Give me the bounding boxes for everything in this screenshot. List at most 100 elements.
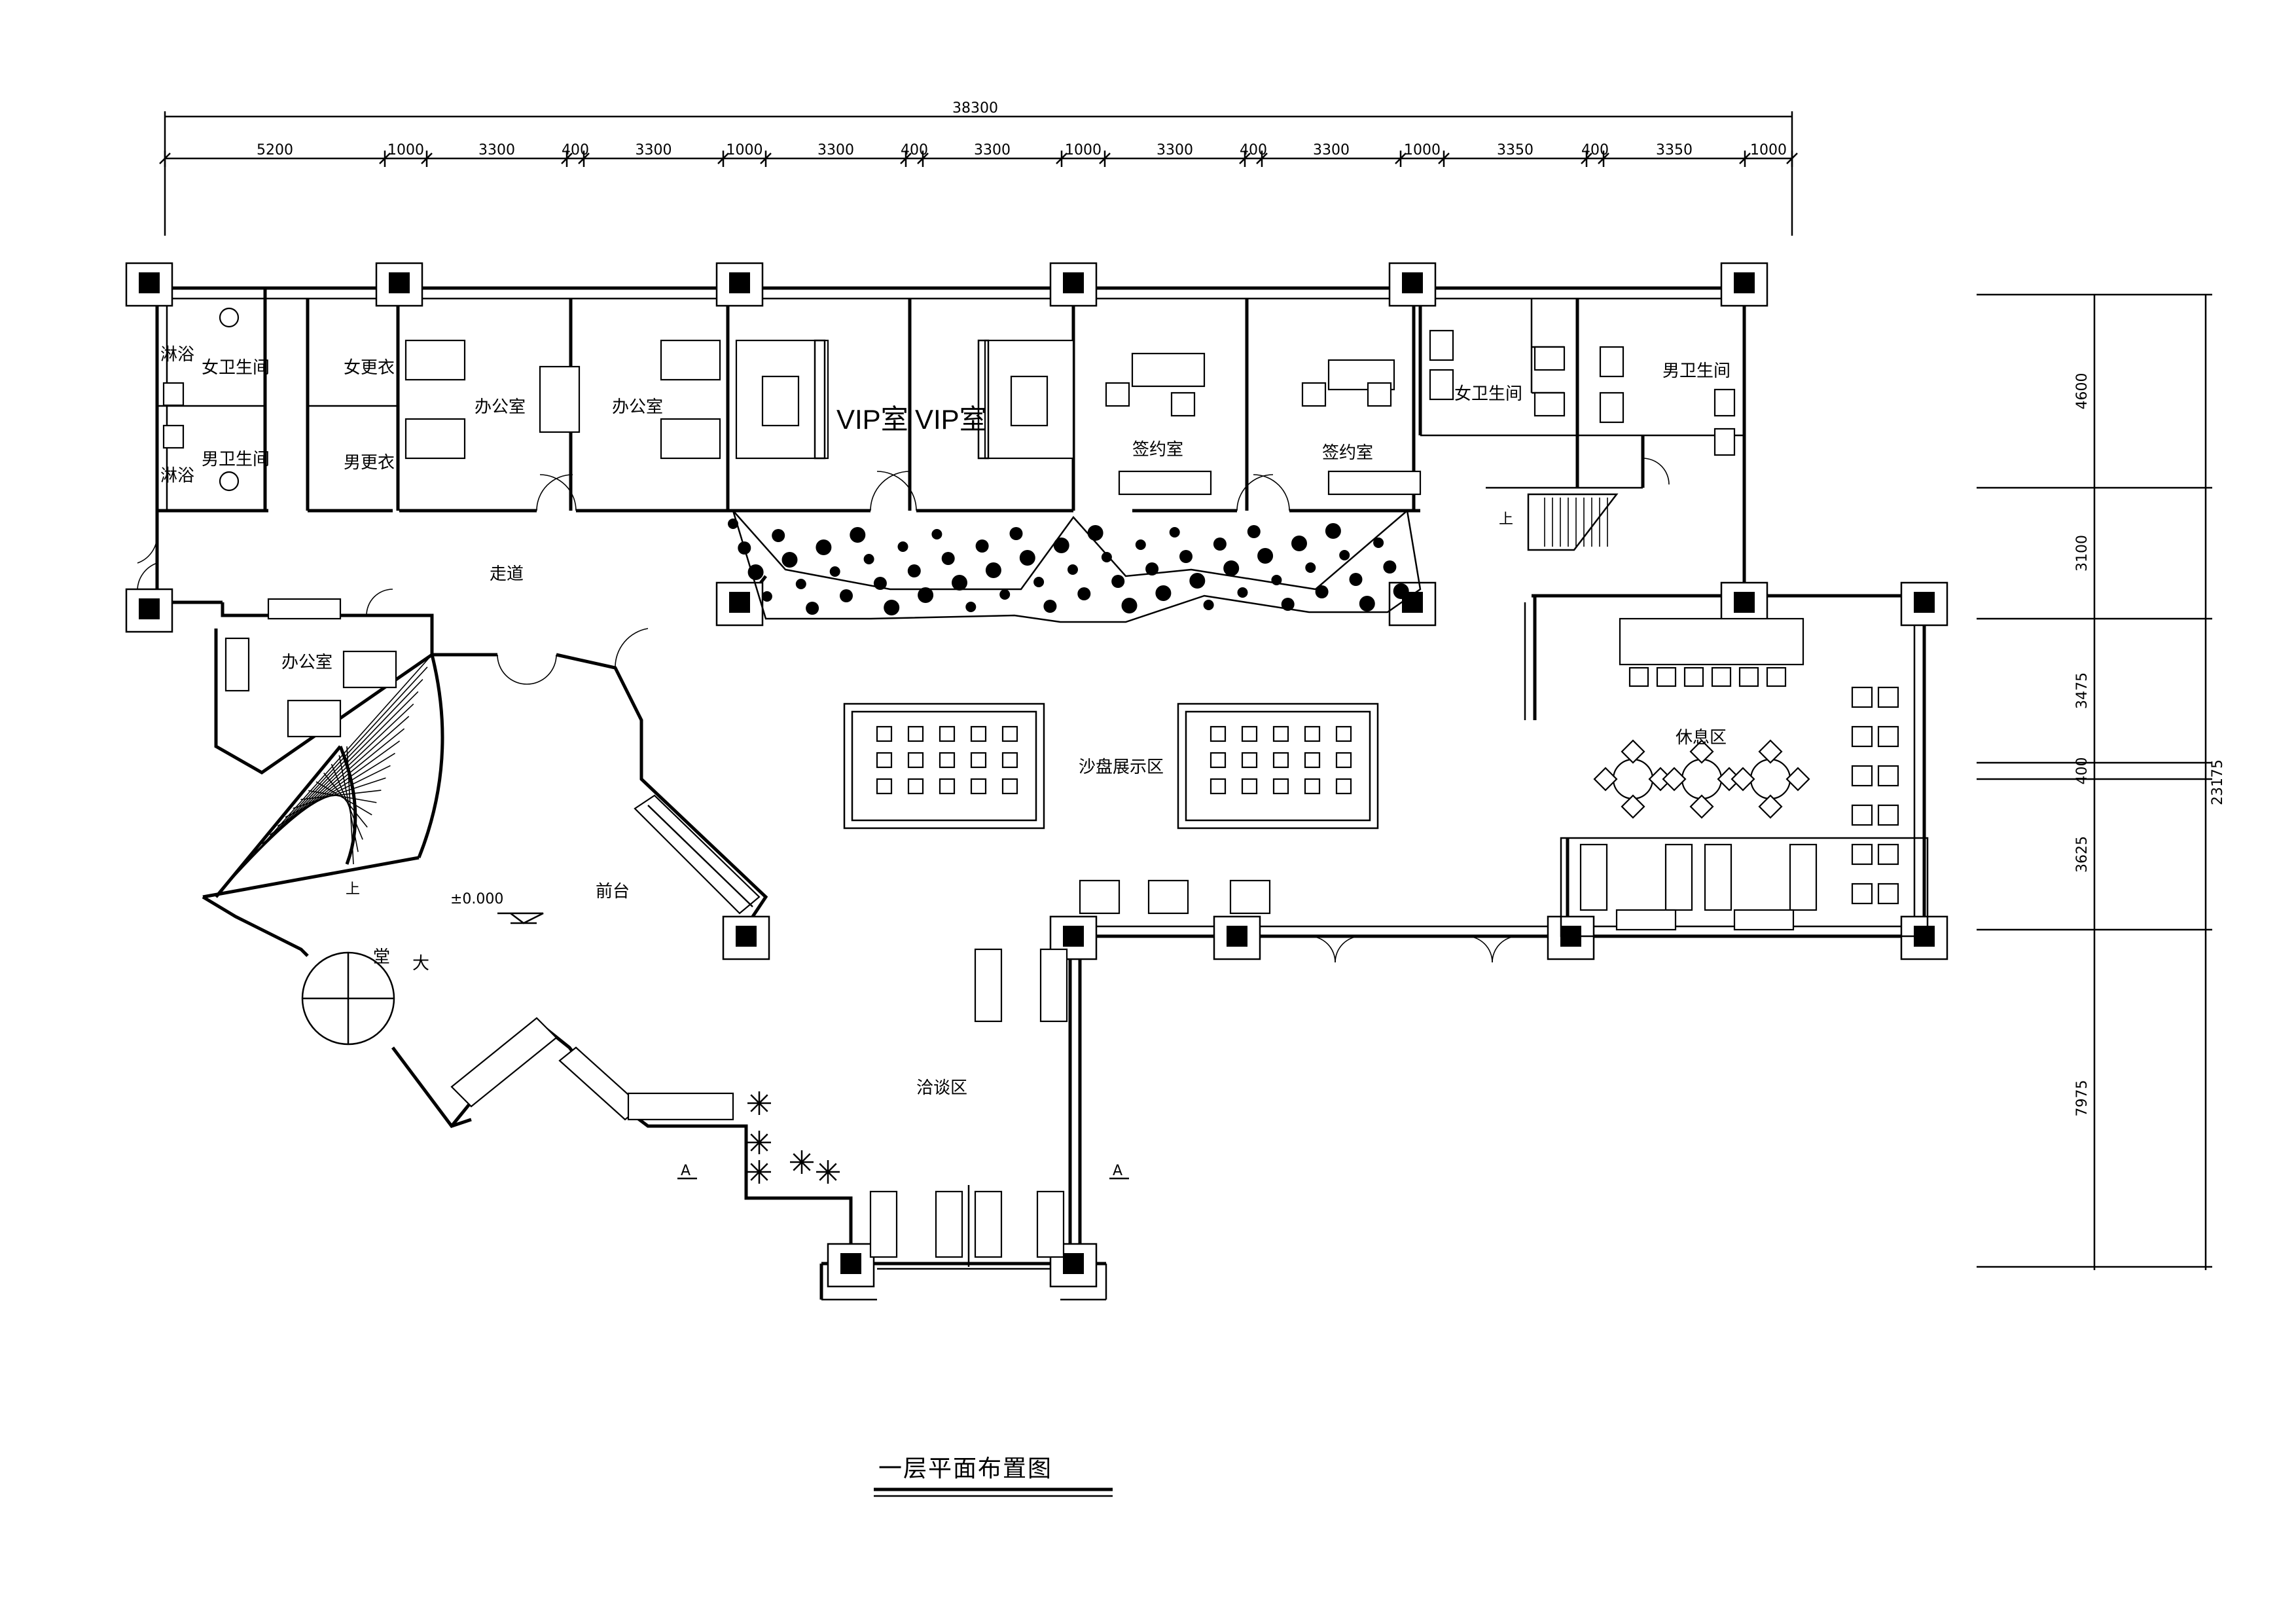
label-mens-wc-left: 男卫生间 bbox=[202, 450, 270, 469]
shrub bbox=[1009, 527, 1023, 540]
building-model bbox=[1304, 725, 1321, 742]
shrub bbox=[816, 539, 832, 555]
building-model bbox=[1210, 725, 1227, 742]
dim-tick-slash bbox=[1598, 153, 1609, 164]
sand-table-display bbox=[843, 702, 1379, 830]
plant-leaf bbox=[750, 1171, 760, 1181]
building-model bbox=[1272, 778, 1289, 795]
plant-leaf bbox=[750, 1133, 760, 1143]
building-model bbox=[1241, 725, 1258, 742]
dim-segment-label: 1000 bbox=[1750, 142, 1787, 158]
building-model bbox=[970, 778, 987, 795]
column bbox=[729, 592, 750, 613]
shrub bbox=[1291, 536, 1307, 551]
dim-segment-label: 1000 bbox=[1065, 142, 1102, 158]
shrub bbox=[728, 519, 738, 529]
building-model bbox=[1241, 752, 1258, 769]
dim-tick-slash bbox=[1395, 153, 1407, 164]
furniture-office-3 bbox=[224, 598, 397, 738]
round-table bbox=[1612, 758, 1654, 800]
bar-stool bbox=[1766, 666, 1787, 687]
dim-segment-label: 400 bbox=[901, 142, 928, 158]
label-shower-2: 淋浴 bbox=[160, 466, 194, 486]
building-model bbox=[1241, 778, 1258, 795]
building-model bbox=[970, 725, 987, 742]
planter-strips bbox=[728, 509, 1422, 623]
front-plants bbox=[747, 1091, 840, 1184]
chair bbox=[1785, 767, 1810, 792]
chair bbox=[1758, 794, 1783, 819]
chair bbox=[1851, 686, 1873, 708]
dim-segment-label: 1000 bbox=[1404, 142, 1441, 158]
building-model bbox=[1272, 725, 1289, 742]
column bbox=[1734, 592, 1755, 613]
column bbox=[1914, 592, 1935, 613]
column bbox=[139, 598, 160, 619]
chair bbox=[1662, 767, 1687, 792]
dim-segment-label: 3300 bbox=[636, 142, 672, 158]
building-model bbox=[1335, 752, 1352, 769]
shrub bbox=[1305, 562, 1316, 573]
shrub bbox=[1053, 538, 1069, 553]
dim-tick-slash bbox=[1438, 153, 1450, 164]
stair-tread bbox=[338, 755, 359, 852]
stair-tread bbox=[262, 728, 405, 845]
stair-tread bbox=[331, 763, 363, 840]
shrub bbox=[850, 527, 866, 543]
shrub bbox=[1077, 587, 1091, 600]
plant-leaf bbox=[759, 1163, 768, 1173]
dim-tick-slash bbox=[917, 153, 929, 164]
bar-stool bbox=[1738, 666, 1759, 687]
dim-segment-label: 1000 bbox=[387, 142, 424, 158]
building-model bbox=[1001, 778, 1018, 795]
label-womens-wc-left: 女卫生间 bbox=[202, 358, 270, 378]
shrub bbox=[931, 529, 942, 539]
shrub bbox=[1393, 583, 1409, 599]
label-negotiation: 洽谈区 bbox=[916, 1078, 967, 1098]
shrub bbox=[1087, 525, 1103, 541]
dim-tick-slash bbox=[379, 153, 391, 164]
stair-tread bbox=[269, 740, 401, 835]
label-womens-changing: 女更衣 bbox=[344, 358, 395, 378]
chair bbox=[1731, 767, 1755, 792]
building-model bbox=[1210, 752, 1227, 769]
plant-leaf bbox=[819, 1163, 829, 1173]
section-marks: A A 上 上 bbox=[346, 511, 1513, 1180]
label-shower-1: 淋浴 bbox=[160, 345, 194, 365]
dim-segment-label: 3300 bbox=[478, 142, 515, 158]
column bbox=[1227, 926, 1247, 947]
dim-tick-slash bbox=[1239, 153, 1251, 164]
shrub bbox=[1155, 585, 1172, 601]
shrub bbox=[829, 566, 840, 577]
shrub bbox=[1359, 596, 1375, 611]
sofa bbox=[1579, 843, 1608, 911]
building-model bbox=[876, 725, 893, 742]
label-sand-table: 沙盘展示区 bbox=[1079, 757, 1164, 777]
shrub bbox=[1169, 527, 1180, 538]
shrub bbox=[952, 575, 967, 591]
doors bbox=[137, 458, 1670, 963]
shrub bbox=[1067, 564, 1078, 575]
shrub bbox=[1237, 587, 1248, 598]
shrub bbox=[1213, 538, 1227, 551]
building-model bbox=[1210, 778, 1227, 795]
dim-segment-label: 400 bbox=[1581, 142, 1609, 158]
plant-leaf bbox=[750, 1103, 760, 1112]
dim-segment-label: 3300 bbox=[1157, 142, 1193, 158]
dim-segment-label: 3350 bbox=[1497, 142, 1534, 158]
dim-segment-label: 1000 bbox=[726, 142, 763, 158]
staircase-left bbox=[202, 654, 444, 899]
chair bbox=[1877, 843, 1899, 866]
label-office-1: 办公室 bbox=[475, 397, 526, 417]
chair bbox=[1851, 765, 1873, 787]
reception-desk bbox=[634, 794, 761, 915]
room-labels: 淋浴 淋浴 女卫生间 男卫生间 女更衣 男更衣 办公室 办公室 VIP室 VIP… bbox=[160, 345, 1731, 1098]
chair bbox=[1593, 767, 1618, 792]
shrub bbox=[985, 562, 1001, 578]
round-table bbox=[1749, 758, 1791, 800]
label-signing-1: 签约室 bbox=[1132, 440, 1183, 460]
shrub bbox=[1121, 598, 1138, 613]
shrub bbox=[1111, 575, 1125, 588]
column bbox=[389, 272, 410, 293]
dim-segment-label: 400 bbox=[2074, 757, 2090, 785]
